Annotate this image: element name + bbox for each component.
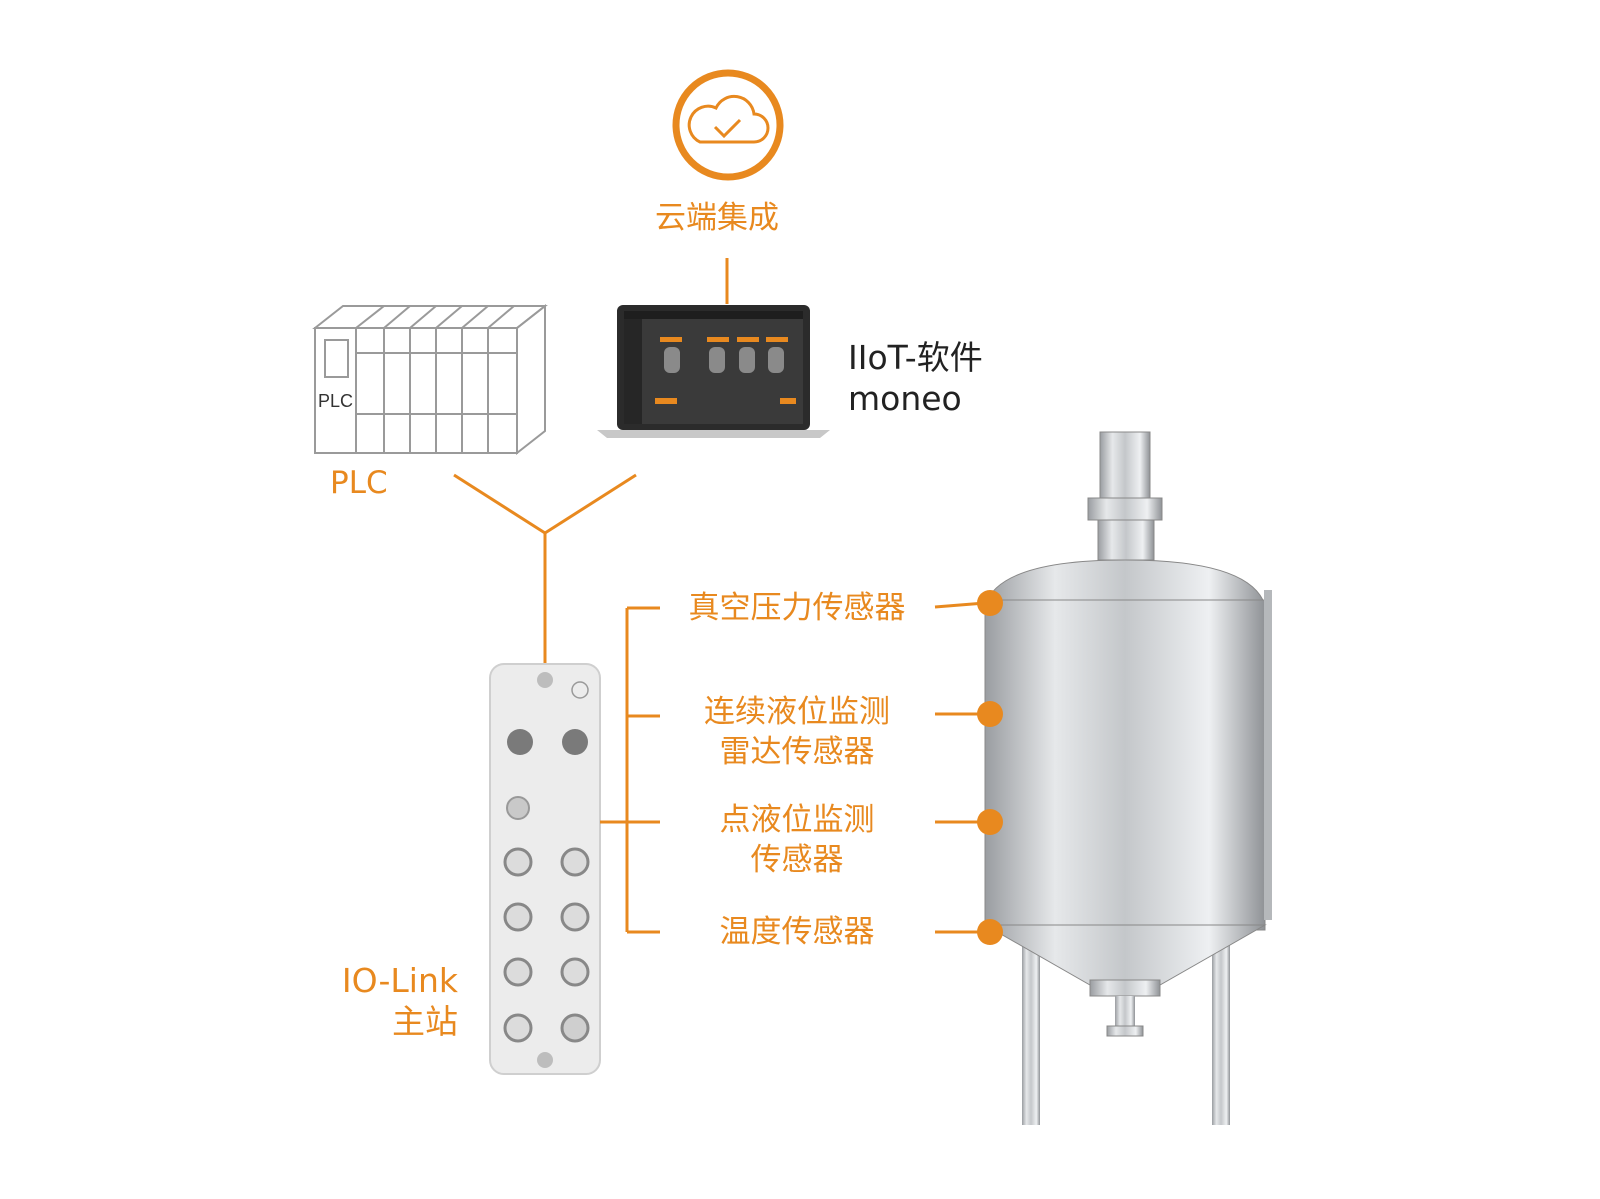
mixing-tank-image [983,431,1272,1125]
sensor-label-line: 传感器 [750,842,844,878]
plc-label: PLC [330,465,388,501]
io-link-label: IO-Link 主站 [330,960,458,1042]
cloud-check-icon [672,69,784,181]
io-link-master-device [489,663,601,1075]
vacuum-pressure-sensor-dot [977,590,1003,616]
software-label-line2: moneo [848,379,962,418]
plc-box-text: PLC [318,391,354,411]
sensor-label-line: 连续液位监测 [704,694,890,730]
point-level-sensor-dot [977,809,1003,835]
radar-level-sensor-dot [977,701,1003,727]
temperature-sensor-dot [977,919,1003,945]
sensor-bracket-lines [600,606,660,934]
sensor-label-line: 真空压力传感器 [688,590,906,626]
sensor-label-temperature: 温度传感器 [672,912,922,952]
sensor-label-radar-level: 连续液位监测 雷达传感器 [672,692,922,772]
sensor-label-point-level: 点液位监测 传感器 [672,800,922,880]
sensor-label-vacuum-pressure: 真空压力传感器 [672,588,922,628]
plc-device-drawing [312,303,548,456]
tank-sensor-lines [934,601,986,934]
software-label: IIoT-软件 moneo [848,337,983,419]
laptop-image [597,305,830,438]
software-label-line1: IIoT-软件 [848,338,983,377]
sensor-label-line: 温度传感器 [719,914,875,950]
io-link-label-line2: 主站 [392,1002,458,1041]
cloud-label: 云端集成 [655,200,779,236]
sensor-label-line: 点液位监测 [719,802,875,838]
io-link-label-line1: IO-Link [341,961,458,1000]
network-connector-lines [453,473,637,664]
sensor-label-line: 雷达传感器 [719,734,875,770]
tank-sensor-dots [977,590,1003,945]
